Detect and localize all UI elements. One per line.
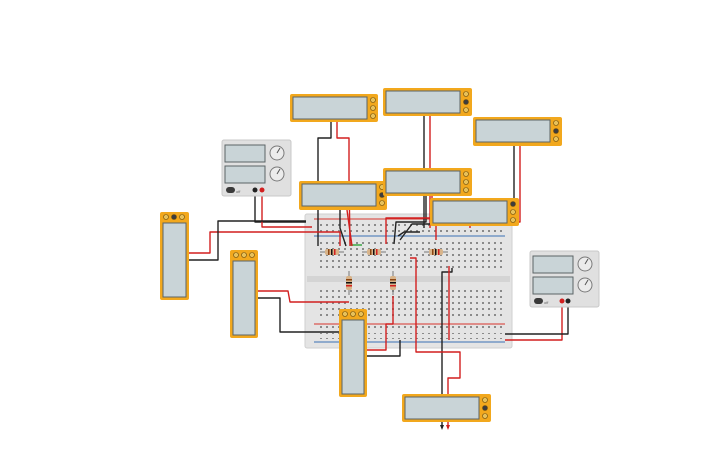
current-knob[interactable] — [577, 277, 593, 293]
probe-tip-black — [440, 425, 444, 430]
wire-black[interactable] — [189, 220, 306, 261]
mode-dial[interactable] — [233, 252, 239, 258]
multimeter-display — [232, 260, 256, 336]
wire-black[interactable] — [367, 340, 401, 357]
mode-dial[interactable] — [370, 105, 376, 111]
mode-dial[interactable] — [553, 120, 559, 126]
mode-dial[interactable] — [342, 311, 348, 317]
terminal-block-upper — [316, 241, 502, 271]
rail-bottom-holes-2 — [316, 333, 502, 339]
mode-dial[interactable] — [463, 179, 469, 185]
mode-dial[interactable] — [249, 252, 255, 258]
mode-dial[interactable] — [370, 113, 376, 119]
power-toggle[interactable] — [534, 298, 543, 304]
mode-dial[interactable] — [358, 311, 364, 317]
positive-terminal[interactable] — [259, 187, 265, 193]
positive-terminal[interactable] — [559, 298, 565, 304]
multimeter-bottom[interactable] — [402, 394, 491, 422]
power-supply-right[interactable]: off — [529, 250, 600, 308]
wire-black[interactable] — [258, 297, 340, 333]
wire-black[interactable] — [339, 210, 347, 247]
multimeter-middle-left[interactable] — [299, 181, 387, 210]
mode-dial[interactable] — [463, 99, 469, 105]
multimeter-display — [292, 96, 368, 120]
multimeter-second-left-vertical[interactable] — [230, 250, 258, 338]
power-toggle-label: off — [236, 189, 241, 194]
negative-terminal[interactable] — [252, 187, 258, 193]
power-supply-left[interactable]: off — [221, 139, 292, 197]
mode-dial[interactable] — [510, 209, 516, 215]
mode-dial[interactable] — [482, 397, 488, 403]
resistor-1[interactable] — [320, 249, 344, 255]
wire-red[interactable] — [410, 257, 461, 428]
current-display — [224, 165, 266, 184]
mode-dial[interactable] — [179, 214, 185, 220]
wire-red[interactable] — [346, 209, 353, 247]
resistor-3[interactable] — [424, 249, 448, 255]
rail-top-holes-1 — [316, 221, 502, 227]
power-toggle[interactable] — [226, 187, 235, 193]
voltage-display — [532, 255, 574, 274]
negative-terminal[interactable] — [565, 298, 571, 304]
wire-red[interactable] — [258, 290, 349, 303]
multimeter-display — [432, 200, 508, 224]
multimeter-display — [385, 170, 461, 194]
multimeter-left-vertical[interactable] — [160, 212, 189, 300]
multimeter-display — [341, 319, 365, 395]
mode-dial[interactable] — [163, 214, 169, 220]
multimeter-display — [475, 119, 551, 143]
mode-dial[interactable] — [379, 200, 385, 206]
mode-dial[interactable] — [463, 91, 469, 97]
wire-red[interactable] — [261, 192, 312, 228]
mode-dial[interactable] — [350, 311, 356, 317]
mode-dial[interactable] — [482, 405, 488, 411]
multimeter-display — [385, 90, 461, 114]
resistor-5[interactable] — [390, 271, 396, 295]
mode-dial[interactable] — [553, 136, 559, 142]
multimeter-middle-right[interactable] — [430, 198, 519, 226]
multimeter-display — [301, 183, 377, 207]
rail-top-holes-2 — [316, 228, 502, 234]
voltage-knob[interactable] — [577, 256, 593, 272]
center-channel — [307, 276, 510, 282]
probe-tip-red — [446, 425, 450, 430]
mode-dial[interactable] — [241, 252, 247, 258]
power-toggle-label: off — [544, 300, 549, 305]
wire-black[interactable] — [254, 192, 306, 223]
mode-dial[interactable] — [553, 128, 559, 134]
mode-dial[interactable] — [463, 107, 469, 113]
mode-dial[interactable] — [510, 201, 516, 207]
multimeter-top-left[interactable] — [290, 94, 378, 122]
rail-bottom-holes-1 — [316, 326, 502, 332]
wire-black[interactable] — [397, 231, 420, 237]
wire-black[interactable] — [393, 196, 427, 245]
multimeter-display — [162, 222, 187, 298]
multimeter-middle-center[interactable] — [383, 168, 472, 196]
current-knob[interactable] — [269, 166, 285, 182]
mode-dial[interactable] — [463, 171, 469, 177]
mode-dial[interactable] — [463, 187, 469, 193]
mode-dial[interactable] — [370, 97, 376, 103]
wire-red[interactable] — [505, 303, 563, 341]
voltage-display — [224, 144, 266, 163]
multimeter-display — [404, 396, 480, 420]
voltage-knob[interactable] — [269, 145, 285, 161]
mode-dial[interactable] — [171, 214, 177, 220]
wire-black[interactable] — [505, 303, 569, 335]
resistor-2[interactable] — [362, 249, 386, 255]
resistor-4[interactable] — [346, 271, 352, 295]
multimeter-top-center[interactable] — [383, 88, 472, 116]
mode-dial[interactable] — [482, 413, 488, 419]
wire-red[interactable] — [367, 296, 394, 351]
wire-black[interactable] — [441, 268, 453, 428]
mode-dial[interactable] — [510, 217, 516, 223]
breadboard[interactable] — [304, 213, 513, 349]
multimeter-top-right[interactable] — [473, 117, 562, 146]
multimeter-bottom-center-vertical[interactable] — [339, 309, 367, 397]
wire-red[interactable] — [189, 231, 341, 254]
current-display — [532, 276, 574, 295]
